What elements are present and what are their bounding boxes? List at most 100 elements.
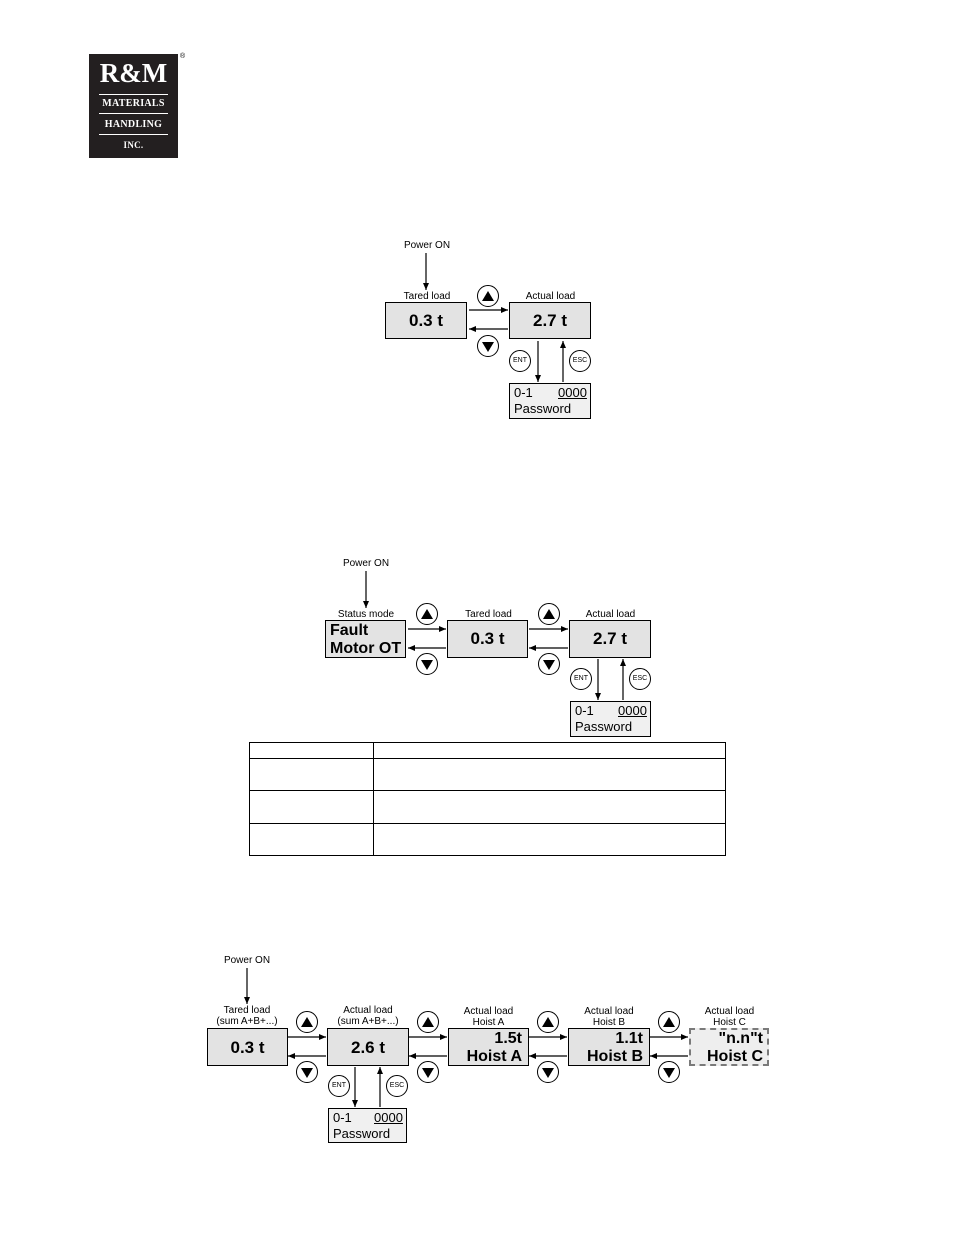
- down-arrow-button[interactable]: [658, 1061, 680, 1083]
- password-digits: 0000: [374, 1110, 403, 1125]
- actual-load-display: 2.7 t: [569, 620, 651, 658]
- down-arrow-icon: [482, 342, 494, 352]
- up-arrow-icon: [421, 609, 433, 619]
- status-line-1: Fault: [330, 622, 369, 639]
- tared-load-display: 0.3 t: [447, 620, 528, 658]
- actual-load-display: 2.7 t: [509, 302, 591, 339]
- power-on-label: Power ON: [403, 240, 451, 251]
- actual-load-label: Actual load: [525, 291, 576, 302]
- actual-load-display: 2.6 t: [327, 1028, 409, 1066]
- hoist-a-label: Actual load: [463, 1006, 514, 1017]
- actual-load-value: 2.6 t: [350, 1038, 386, 1057]
- down-arrow-button[interactable]: [538, 653, 560, 675]
- ent-button[interactable]: ENT: [328, 1075, 350, 1097]
- actual-load-label: Actual load: [585, 609, 636, 620]
- up-arrow-icon: [482, 291, 494, 301]
- logo-divider: [99, 134, 168, 135]
- tared-load-display: 0.3 t: [385, 302, 467, 339]
- up-arrow-icon: [301, 1017, 313, 1027]
- hoist-b-name: Hoist B: [587, 1048, 643, 1065]
- table-cell: [249, 758, 374, 791]
- hoist-c-value: "n.n"t: [718, 1030, 764, 1047]
- esc-label: ESC: [632, 675, 648, 682]
- table-cell: [249, 742, 374, 759]
- up-arrow-button[interactable]: [537, 1011, 559, 1033]
- actual-load-value: 2.7 t: [592, 629, 628, 648]
- password-code: 0-1: [514, 385, 533, 400]
- status-line-2: Motor OT: [330, 640, 402, 657]
- actual-load-sublabel: (sum A+B+...): [337, 1016, 399, 1027]
- actual-load-label: Actual load: [343, 1005, 393, 1016]
- password-label: Password: [514, 401, 572, 416]
- down-arrow-button[interactable]: [537, 1061, 559, 1083]
- logo-divider: [99, 113, 168, 114]
- logo-line-1: MATERIALS: [102, 98, 165, 109]
- tared-load-sublabel: (sum A+B+...): [216, 1016, 278, 1027]
- up-arrow-button[interactable]: [417, 1011, 439, 1033]
- password-label: Password: [575, 719, 633, 734]
- tared-load-value: 0.3 t: [230, 1038, 265, 1057]
- password-digits: 0000: [558, 385, 587, 400]
- logo-line-2: HANDLING: [104, 119, 163, 130]
- power-on-label: Power ON: [223, 955, 271, 966]
- table-cell: [249, 823, 374, 856]
- tared-load-value: 0.3 t: [470, 629, 505, 648]
- table-cell: [373, 742, 726, 759]
- down-arrow-button[interactable]: [416, 653, 438, 675]
- hoist-a-name: Hoist A: [466, 1048, 522, 1065]
- status-mode-display: Fault Motor OT: [325, 620, 406, 658]
- down-arrow-icon: [421, 660, 433, 670]
- up-arrow-button[interactable]: [296, 1011, 318, 1033]
- table-cell: [249, 790, 374, 824]
- registered-mark: ®: [180, 53, 186, 60]
- tared-load-value: 0.3 t: [408, 311, 444, 330]
- password-code: 0-1: [575, 703, 594, 718]
- status-mode-label: Status mode: [337, 609, 395, 620]
- actual-load-value: 2.7 t: [532, 311, 568, 330]
- up-arrow-button[interactable]: [658, 1011, 680, 1033]
- down-arrow-icon: [301, 1068, 313, 1078]
- table-cell: [373, 758, 726, 791]
- tared-load-display: 0.3 t: [207, 1028, 288, 1066]
- esc-button[interactable]: ESC: [629, 668, 651, 690]
- ent-button[interactable]: ENT: [570, 668, 592, 690]
- hoist-a-sublabel: Hoist A: [472, 1017, 505, 1028]
- table-row: [249, 790, 726, 824]
- esc-label: ESC: [389, 1082, 405, 1089]
- down-arrow-button[interactable]: [477, 335, 499, 357]
- up-arrow-icon: [422, 1017, 434, 1027]
- hoist-b-label: Actual load: [584, 1006, 634, 1017]
- hoist-b-sublabel: Hoist B: [592, 1017, 626, 1028]
- password-digits: 0000: [618, 703, 647, 718]
- up-arrow-button[interactable]: [416, 603, 438, 625]
- password-code: 0-1: [333, 1110, 352, 1125]
- logo-divider: [99, 94, 168, 95]
- ent-button[interactable]: ENT: [509, 350, 531, 372]
- down-arrow-icon: [422, 1068, 434, 1078]
- company-logo: R&M MATERIALS HANDLING INC.: [89, 54, 178, 158]
- tared-load-label: Tared load: [403, 291, 451, 302]
- esc-label: ESC: [572, 357, 588, 364]
- up-arrow-button[interactable]: [538, 603, 560, 625]
- hoist-a-display: 1.5t Hoist A: [448, 1028, 529, 1066]
- password-display: 0-1 0000 Password: [509, 383, 591, 419]
- up-arrow-icon: [543, 609, 555, 619]
- table-row: [249, 758, 726, 791]
- ent-label: ENT: [513, 357, 527, 364]
- down-arrow-button[interactable]: [296, 1061, 318, 1083]
- password-display: 0-1 0000 Password: [328, 1108, 407, 1143]
- down-arrow-icon: [542, 1068, 554, 1078]
- table-cell: [373, 823, 726, 856]
- esc-button[interactable]: ESC: [386, 1075, 408, 1097]
- table-row: [249, 823, 726, 856]
- ent-label: ENT: [574, 675, 588, 682]
- down-arrow-button[interactable]: [417, 1061, 439, 1083]
- tared-load-label: Tared load: [223, 1005, 271, 1016]
- hoist-c-sublabel: Hoist C: [713, 1017, 746, 1028]
- hoist-b-display: 1.1t Hoist B: [568, 1028, 650, 1066]
- ent-label: ENT: [332, 1082, 346, 1089]
- hoist-c-label: Actual load: [704, 1006, 755, 1017]
- esc-button[interactable]: ESC: [569, 350, 591, 372]
- up-arrow-button[interactable]: [477, 285, 499, 307]
- password-label: Password: [333, 1126, 391, 1141]
